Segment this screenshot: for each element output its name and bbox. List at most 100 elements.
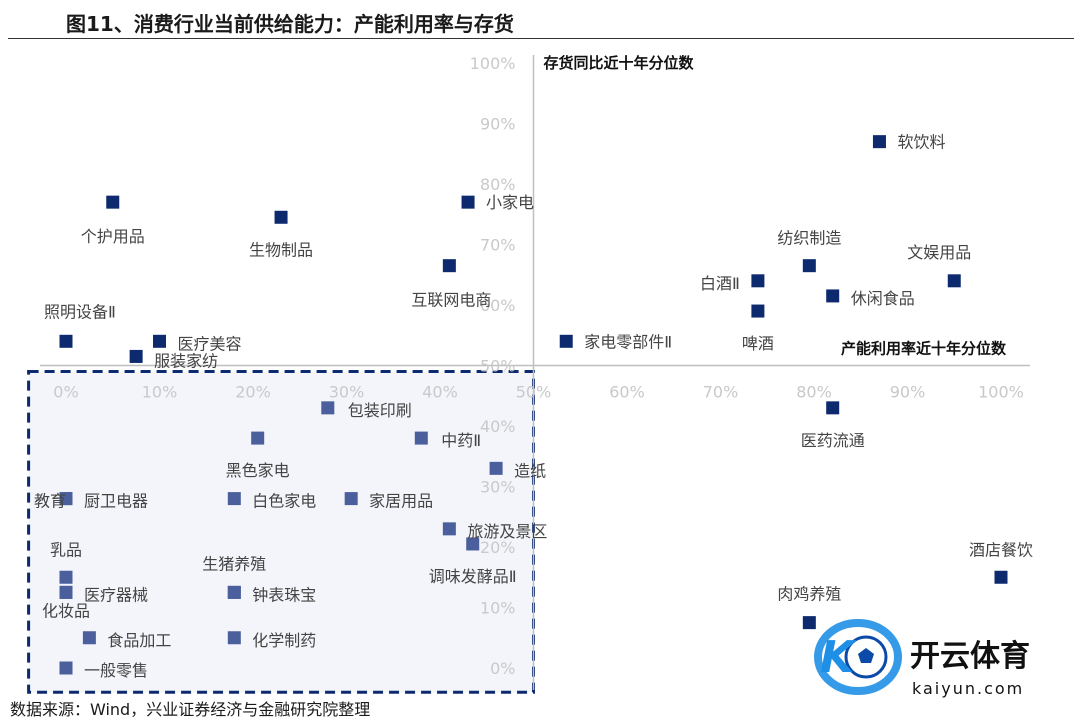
point-label: 休闲食品 bbox=[851, 289, 915, 308]
point-label: 化学制药 bbox=[252, 631, 316, 650]
point-label: 生物制品 bbox=[249, 240, 313, 259]
point-marker bbox=[129, 349, 143, 363]
y-tick-label: 50% bbox=[480, 357, 516, 376]
point-label: 厨卫电器 bbox=[84, 492, 148, 511]
point-label: 照明设备Ⅱ bbox=[44, 302, 116, 321]
y-tick-label: 30% bbox=[480, 478, 516, 497]
figure-title: 图11、消费行业当前供给能力：产能利用率与存货 bbox=[66, 12, 514, 36]
x-axis-title: 产能利用率近十年分位数 bbox=[841, 340, 1007, 358]
x-tick-label: 40% bbox=[422, 383, 458, 402]
y-tick-label: 40% bbox=[480, 417, 516, 436]
source-note: 数据来源：Wind，兴业证券经济与金融研究院整理 bbox=[10, 700, 371, 719]
x-tick-label: 50% bbox=[516, 383, 552, 402]
y-tick-label: 20% bbox=[480, 538, 516, 557]
point-marker bbox=[59, 334, 73, 348]
x-tick-label: 70% bbox=[703, 383, 739, 402]
point-marker bbox=[251, 431, 265, 445]
point-label: 纺织制造 bbox=[777, 229, 841, 248]
point-marker bbox=[82, 631, 96, 645]
point-marker bbox=[227, 631, 241, 645]
point-label: 文娱用品 bbox=[907, 243, 971, 262]
y-tick-label: 60% bbox=[480, 296, 516, 315]
point-label: 食品加工 bbox=[107, 631, 171, 650]
point-marker bbox=[59, 661, 73, 675]
y-tick-label: 70% bbox=[480, 236, 516, 255]
point-marker bbox=[751, 274, 765, 288]
point-marker bbox=[872, 135, 886, 149]
x-tick-label: 30% bbox=[329, 383, 365, 402]
title-underline bbox=[8, 38, 1074, 39]
point-marker bbox=[274, 210, 288, 224]
soccer-ball-patch bbox=[858, 648, 874, 663]
point-label: 白酒Ⅱ bbox=[700, 274, 740, 293]
point-marker bbox=[414, 431, 428, 445]
point-label: 教育 bbox=[34, 492, 66, 511]
point-label: 造纸 bbox=[514, 461, 546, 480]
y-tick-label: 80% bbox=[480, 175, 516, 194]
point-marker bbox=[442, 259, 456, 273]
watermark-logo-letter: K bbox=[820, 632, 857, 683]
point-label: 家电零部件Ⅱ bbox=[584, 332, 672, 351]
x-tick-label: 90% bbox=[890, 383, 926, 402]
point-marker bbox=[59, 570, 73, 584]
point-label: 小家电 bbox=[486, 193, 534, 212]
point-label: 啤酒 bbox=[742, 334, 774, 353]
point-label: 家居用品 bbox=[369, 492, 433, 511]
point-label: 化妆品 bbox=[42, 601, 90, 620]
point-marker bbox=[802, 616, 816, 630]
point-label: 乳品 bbox=[50, 540, 82, 559]
point-label: 个护用品 bbox=[81, 227, 145, 246]
point-label: 医药流通 bbox=[801, 431, 865, 450]
point-marker bbox=[559, 334, 573, 348]
point-marker bbox=[994, 570, 1008, 584]
x-tick-label: 0% bbox=[53, 383, 78, 402]
watermark-url: kaiyun.com bbox=[912, 679, 1024, 698]
point-marker bbox=[466, 537, 480, 551]
point-label: 白色家电 bbox=[252, 492, 316, 511]
watermark: K 开云体育 kaiyun.com bbox=[814, 619, 1030, 698]
point-marker bbox=[461, 195, 475, 209]
point-label: 包装印刷 bbox=[348, 401, 412, 420]
point-marker bbox=[489, 461, 503, 475]
point-marker bbox=[442, 522, 456, 536]
y-tick-label: 100% bbox=[470, 54, 516, 73]
point-marker bbox=[321, 401, 335, 415]
point-marker bbox=[227, 585, 241, 599]
watermark-logo-ring bbox=[814, 619, 902, 695]
y-tick-label: 0% bbox=[490, 659, 515, 678]
point-marker bbox=[826, 289, 840, 303]
point-marker bbox=[59, 585, 73, 599]
point-label: 生猪养殖 bbox=[202, 554, 266, 573]
x-tick-label: 20% bbox=[235, 383, 271, 402]
point-marker bbox=[344, 492, 358, 506]
axes-layer: 0%10%20%30%40%50%60%70%80%90%100%0%10%20… bbox=[40, 54, 1030, 690]
point-label: 钟表珠宝 bbox=[252, 585, 316, 604]
x-tick-label: 60% bbox=[609, 383, 645, 402]
points-layer bbox=[59, 135, 1008, 675]
point-label: 肉鸡养殖 bbox=[777, 585, 841, 604]
point-label: 中药Ⅱ bbox=[441, 431, 481, 450]
x-tick-label: 80% bbox=[796, 383, 832, 402]
point-label: 医疗器械 bbox=[84, 585, 148, 604]
y-tick-label: 90% bbox=[480, 115, 516, 134]
point-label: 互联网电商 bbox=[411, 291, 491, 310]
point-label: 调味发酵品Ⅱ bbox=[429, 567, 517, 586]
y-axis-title: 存货同比近十年分位数 bbox=[544, 54, 695, 72]
point-marker bbox=[826, 401, 840, 415]
point-marker bbox=[802, 259, 816, 273]
point-label: 软饮料 bbox=[897, 133, 945, 152]
x-tick-label: 100% bbox=[978, 383, 1024, 402]
point-label: 医疗美容 bbox=[178, 334, 242, 353]
watermark-brand: 开云体育 bbox=[910, 639, 1030, 674]
y-tick-label: 10% bbox=[480, 599, 516, 618]
x-tick-label: 10% bbox=[142, 383, 178, 402]
point-label: 黑色家电 bbox=[226, 461, 290, 480]
point-label: 一般零售 bbox=[84, 661, 148, 680]
point-label: 服装家纺 bbox=[154, 351, 218, 370]
point-marker bbox=[227, 492, 241, 506]
point-marker bbox=[947, 274, 961, 288]
point-marker bbox=[153, 334, 166, 348]
point-label: 酒店餐饮 bbox=[969, 540, 1033, 559]
